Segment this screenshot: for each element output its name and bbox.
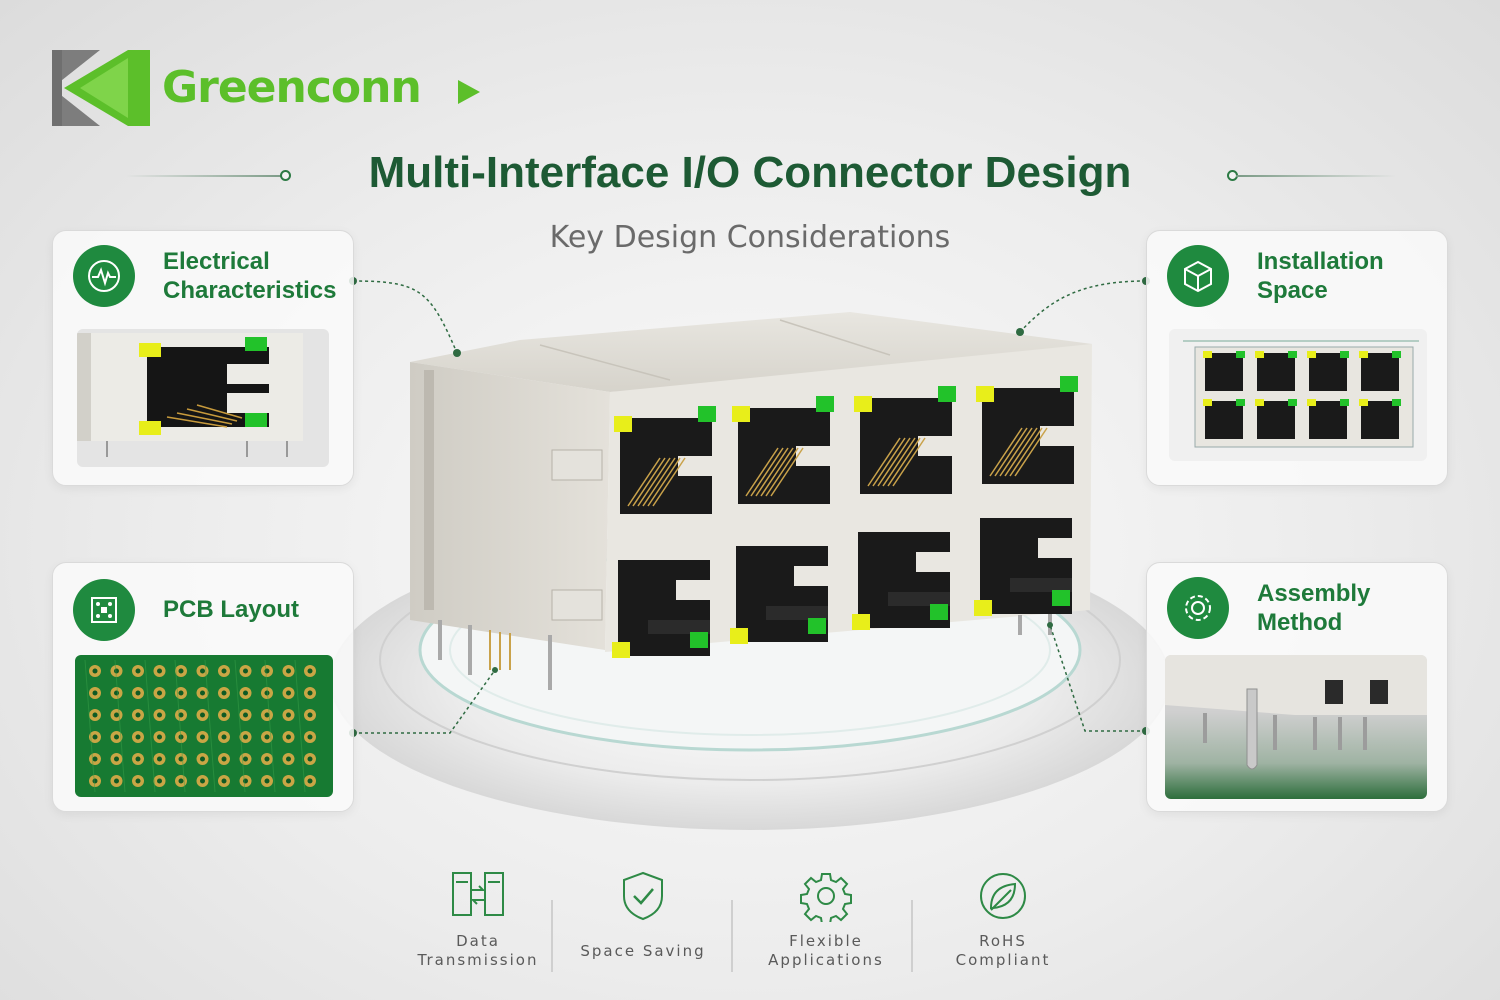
card-assembly-method: Assembly Method	[1146, 562, 1448, 812]
feature-flexible-applications: Flexible Applications	[736, 870, 916, 970]
waveform-icon	[73, 245, 135, 307]
feature-label: Flexible Applications	[768, 932, 884, 969]
logo-mark-icon	[52, 50, 150, 126]
cube-icon	[1167, 245, 1229, 307]
title-divider-right	[1236, 175, 1396, 177]
card-title-line1: PCB Layout	[163, 596, 300, 623]
card-title-line1: Assembly	[1257, 580, 1371, 607]
card-title-line1: Installation	[1257, 248, 1384, 275]
title-divider-left-dot	[280, 170, 291, 181]
page-title: Multi-Interface I/O Connector Design	[368, 148, 1132, 197]
card-installation-space: Installation Space	[1146, 230, 1448, 486]
leaf-icon	[913, 870, 1093, 926]
circuit-board-icon	[73, 579, 135, 641]
installation-space-image	[1169, 329, 1427, 461]
feature-divider	[911, 900, 913, 972]
rj45-connector-illustration	[330, 312, 1170, 830]
card-title-line1: Electrical	[163, 248, 270, 275]
feature-data-transmission: Data Transmission	[388, 870, 568, 970]
card-title-line2: Characteristics	[163, 277, 337, 304]
greenconn-logo: Greenconn	[50, 48, 490, 128]
card-pcb-layout: PCB Layout	[52, 562, 354, 812]
page-subtitle: Key Design Considerations	[549, 220, 951, 255]
assembly-method-image	[1165, 655, 1427, 799]
card-electrical-characteristics: Electrical Characteristics	[52, 230, 354, 486]
feature-rohs-compliant: RoHS Compliant	[913, 870, 1093, 970]
feature-label: RoHS Compliant	[955, 932, 1051, 969]
feature-divider	[551, 900, 553, 972]
feature-label: Space Saving	[580, 942, 706, 960]
feature-divider	[731, 900, 733, 972]
shield-check-icon	[553, 870, 733, 926]
data-transfer-icon	[388, 870, 568, 926]
card-title-line2: Space	[1257, 277, 1328, 304]
card-title-line2: Method	[1257, 609, 1343, 636]
feature-label: Data Transmission	[417, 932, 539, 969]
electrical-closeup-image	[77, 329, 329, 467]
brand-arrow-icon	[458, 80, 480, 104]
gear-icon	[1167, 577, 1229, 639]
title-divider-left	[125, 175, 285, 177]
feature-space-saving: Space Saving	[553, 870, 733, 961]
gear-icon	[736, 870, 916, 926]
brand-name: Greenconn	[162, 62, 422, 113]
pcb-layout-image	[75, 655, 333, 797]
